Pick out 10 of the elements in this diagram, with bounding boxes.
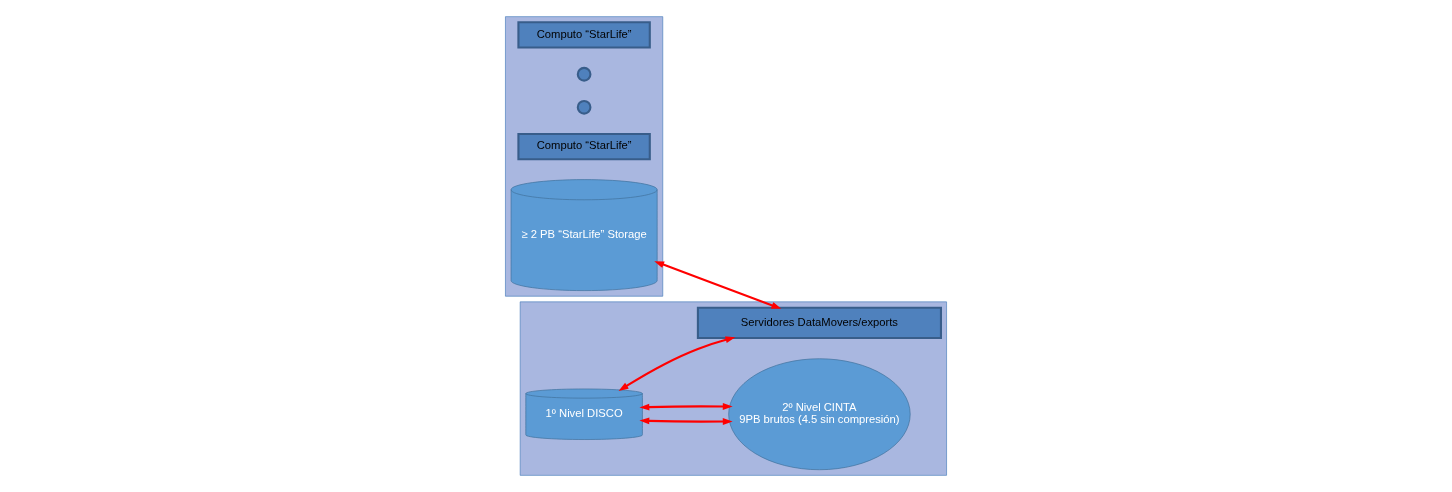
- node-box: Computo “StarLife”: [517, 21, 651, 49]
- arrow: [654, 261, 782, 309]
- node-circle: [576, 66, 592, 82]
- arrow: [639, 403, 733, 411]
- node-box: Servidores DataMovers/exports: [696, 306, 942, 340]
- node-ellipse: 2º Nivel CINTA 9PB brutos (4.5 sin compresión): [728, 358, 911, 471]
- node-box: Computo “StarLife”: [517, 132, 651, 161]
- arrow: [639, 417, 733, 425]
- arrow: [618, 336, 736, 391]
- node-circle: [576, 99, 592, 115]
